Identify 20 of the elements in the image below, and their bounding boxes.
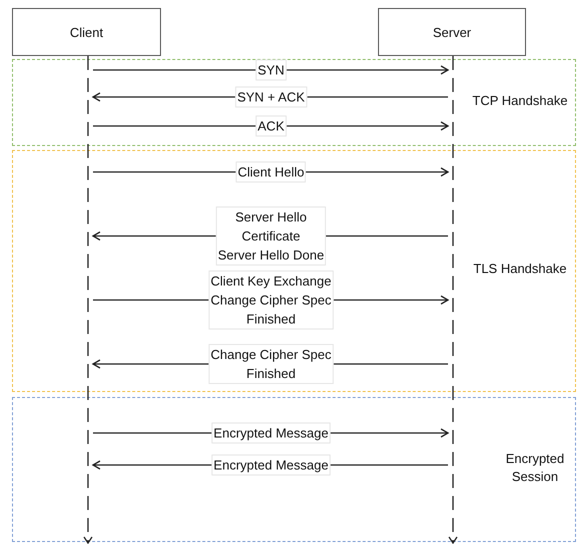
message-label: SYN + ACK (235, 86, 307, 108)
phase-label: TCP Handshake (471, 92, 569, 110)
phase-label: TLS Handshake (472, 260, 568, 278)
phase-label: Encrypted Session (504, 450, 566, 486)
message-label: Server Hello Certificate Server Hello Done (216, 206, 326, 266)
message-label: Change Cipher Spec Finished (208, 344, 334, 384)
message-label: Client Hello (236, 162, 306, 182)
message-arrow (93, 65, 449, 75)
message-label: SYN (256, 60, 286, 80)
message-label: Encrypted Message (212, 454, 330, 476)
lifeline (83, 56, 93, 544)
message-label: Client Key Exchange Change Cipher Spec Finished (208, 270, 334, 330)
message-arrow (93, 121, 449, 131)
participant-name: Client (70, 24, 104, 40)
participant-box (12, 8, 161, 56)
lifeline (448, 56, 458, 544)
participant-name: Server (432, 24, 472, 40)
participant-box (378, 8, 526, 56)
message-label: ACK (256, 116, 286, 136)
message-label: Encrypted Message (212, 422, 330, 444)
